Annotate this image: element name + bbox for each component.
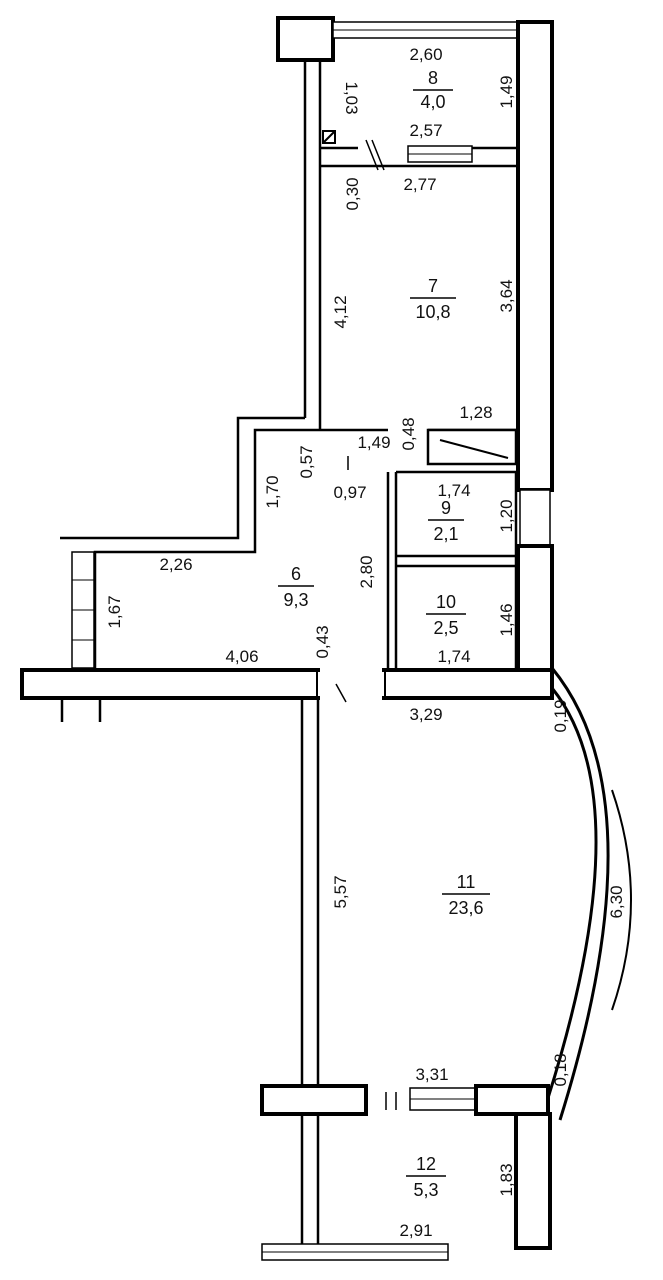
room-11-area: 23,6 [448,898,483,918]
room-12-walls [261,1112,552,1261]
dim-1-70: 1,70 [263,475,282,508]
dim-1-49b: 1,49 [357,433,390,452]
dim-4-06: 4,06 [225,647,258,666]
dim-1-83: 1,83 [497,1163,516,1196]
room-11-walls [260,667,632,1121]
room-8-number: 8 [428,68,438,88]
dim-0-19: 0,19 [551,699,570,732]
dim-1-67: 1,67 [105,595,124,628]
dim-0-18: 0,18 [551,1053,570,1086]
room-10-number: 10 [436,592,456,612]
dim-2-57: 2,57 [409,121,442,140]
dim-0-43: 0,43 [313,625,332,658]
dim-1-20: 1,20 [497,499,516,532]
room-9-area: 2,1 [433,524,458,544]
dim-2-26: 2,26 [159,555,192,574]
dim-0-48: 0,48 [399,417,418,450]
dim-2-91: 2,91 [399,1221,432,1240]
room-8-area: 4,0 [420,92,445,112]
dim-4-12: 4,12 [331,295,350,328]
room-7-area: 10,8 [415,302,450,322]
dim-1-46: 1,46 [497,603,516,636]
dim-1-49a: 1,49 [497,75,516,108]
middle-block-walls [20,416,554,722]
room-11-number: 11 [457,872,476,892]
dim-2-60: 2,60 [409,45,442,64]
dim-5-57: 5,57 [331,875,350,908]
room-6-area: 9,3 [283,590,308,610]
room-7-number: 7 [428,276,438,296]
dim-2-80: 2,80 [357,555,376,588]
dim-1-74b: 1,74 [437,647,470,666]
dimension-ticks [335,139,397,1110]
dim-2-77: 2,77 [403,175,436,194]
room-10-area: 2,5 [433,618,458,638]
dim-1-74a: 1,74 [437,481,470,500]
dim-0-57: 0,57 [297,445,316,478]
dim-1-28: 1,28 [459,403,492,422]
room-6-number: 6 [291,564,301,584]
room-12-number: 12 [416,1154,436,1174]
dim-6-30: 6,30 [607,885,626,918]
dim-0-97: 0,97 [333,483,366,502]
dim-1-03: 1,03 [342,81,361,114]
dim-3-64: 3,64 [497,279,516,312]
room-12-area: 5,3 [413,1180,438,1200]
dim-3-31: 3,31 [415,1065,448,1084]
dim-0-30: 0,30 [343,177,362,210]
dim-3-29: 3,29 [409,705,442,724]
room-9-number: 9 [441,498,451,518]
